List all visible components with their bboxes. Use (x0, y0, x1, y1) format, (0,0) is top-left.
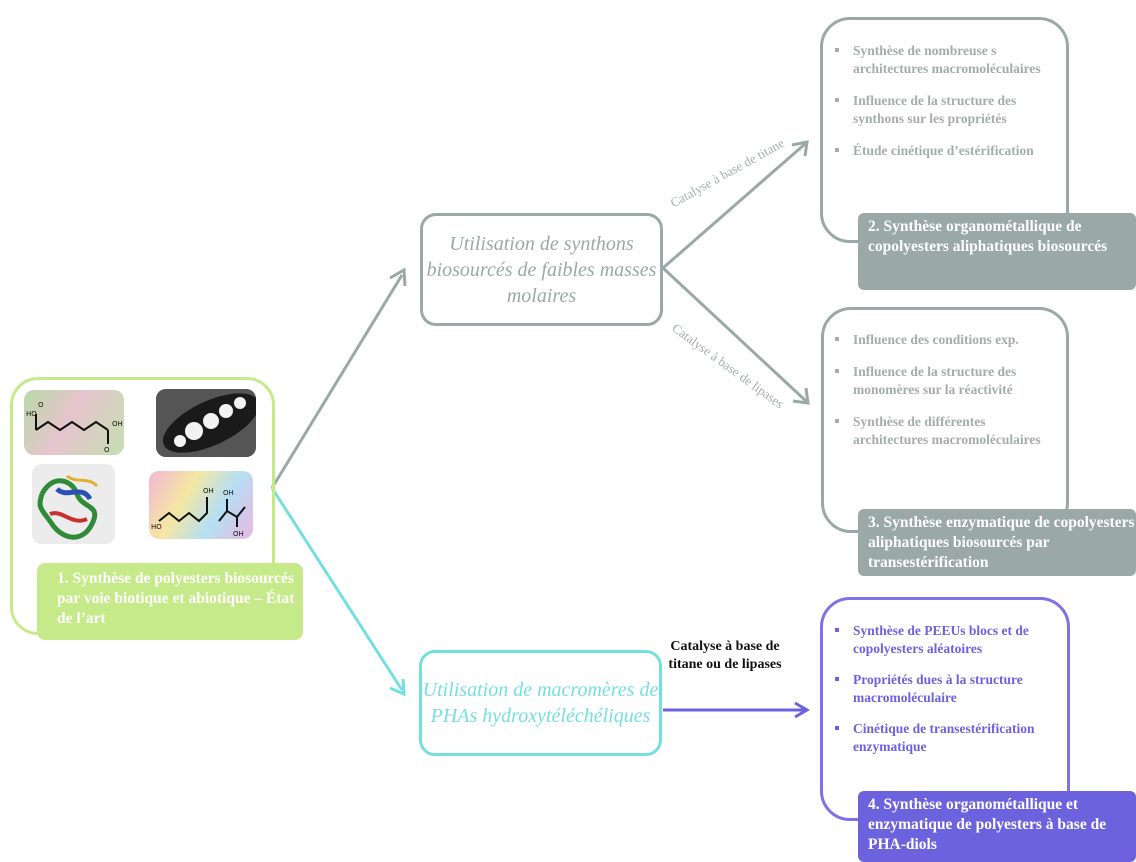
enzymatic-synthesis-label: 3. Synthèse enzymatique de copolyesters … (858, 509, 1136, 576)
arrowhead-box3 (792, 387, 810, 405)
list-item: Propriétés dues à la structure macromolé… (833, 671, 1063, 707)
enzyme-structure-image (32, 464, 115, 544)
list-item: Synthèse de nombreuse s architectures ma… (833, 42, 1063, 78)
list-item: Étude cinétique d’estérification (833, 142, 1063, 160)
svg-text:HO: HO (26, 410, 37, 418)
list-item: Synthèse de différentes architectures ma… (833, 413, 1063, 449)
arrow-box1-to-macromeres (270, 487, 404, 691)
low-molar-mass-synthons-text: Utilisation de synthons biosourcés de fa… (426, 232, 657, 307)
svg-text:HO: HO (151, 523, 162, 531)
arrowhead-box4 (794, 701, 810, 719)
svg-text:OH: OH (112, 420, 123, 428)
list-item: Cinétique de transestérification enzymat… (833, 720, 1063, 756)
low-molar-mass-synthons-box: Utilisation de synthons biosourcés de fa… (420, 213, 663, 326)
svg-text:OH: OH (223, 489, 234, 497)
svg-text:O: O (104, 446, 110, 454)
enzymatic-bullet-list: Influence des conditions exp. Influence … (833, 331, 1063, 463)
arrowhead-box2 (791, 140, 809, 157)
bacterial-cell-image (156, 389, 256, 457)
arrowhead-macromeres (389, 678, 406, 697)
pha-diol-synthesis-label: 4. Synthèse organométallique et enzymati… (858, 791, 1136, 862)
pha-macromers-box: Utilisation de macromères de PHAs hydrox… (419, 650, 662, 756)
svg-text:O: O (38, 401, 44, 409)
arrow-box1-to-synthons (270, 274, 404, 489)
arrowhead-synthons (389, 267, 407, 287)
organometallic-bullet-list: Synthèse de nombreuse s architectures ma… (833, 42, 1063, 174)
arrow-synthons-to-box2 (662, 142, 806, 270)
list-item: Influence de la structure des synthons s… (833, 92, 1063, 128)
svg-text:OH: OH (233, 530, 244, 538)
list-item: Influence des conditions exp. (833, 331, 1063, 349)
pha-diol-bullet-list: Synthèse de PEEUs blocs et de copolyeste… (833, 622, 1063, 769)
titanium-or-lipase-caption: Catalyse à base de titane ou de lipases (668, 639, 782, 672)
arrow-synthons-to-box3 (661, 266, 808, 403)
pha-macromers-text: Utilisation de macromères de PHAs hydrox… (422, 679, 659, 727)
organometallic-synthesis-label: 2. Synthèse organométallique de copolyes… (858, 213, 1136, 290)
state-of-art-label: 1. Synthèse de polyesters biosourcés par… (37, 563, 303, 640)
diol-molecules-image: HO OH OH OH (149, 471, 253, 539)
list-item: Synthèse de PEEUs blocs et de copolyeste… (833, 622, 1063, 658)
list-item: Influence de la structure des monomères … (833, 363, 1063, 399)
svg-text:OH: OH (203, 487, 214, 495)
adipic-acid-image: HO O OH O (24, 390, 124, 455)
